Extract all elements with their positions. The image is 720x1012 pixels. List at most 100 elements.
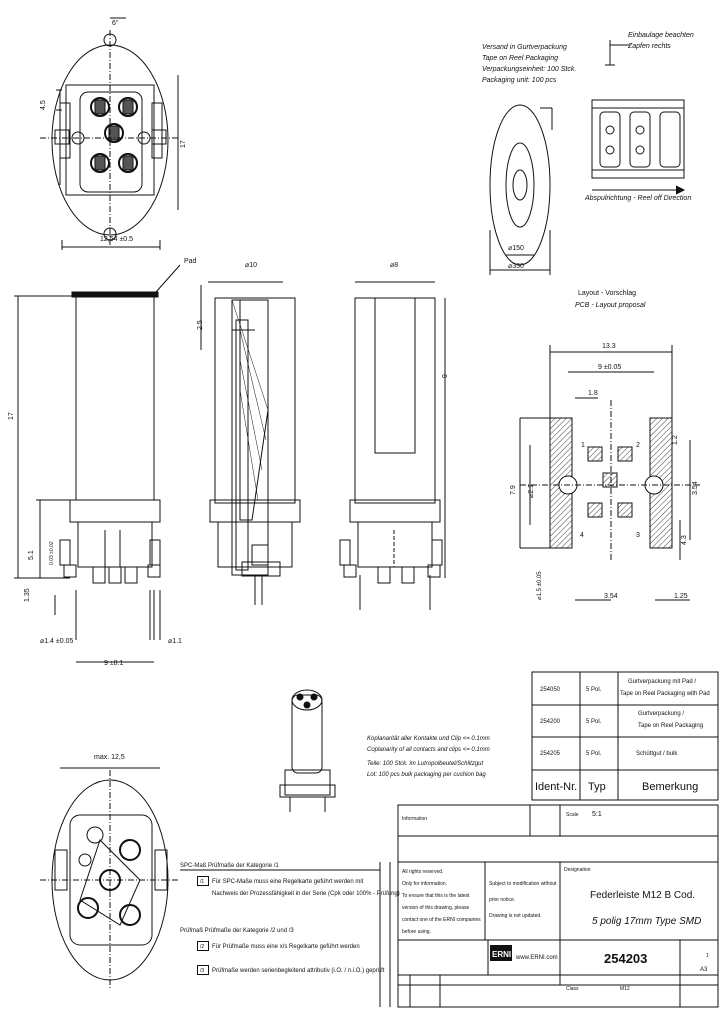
- reel-drawing: [489, 104, 553, 275]
- layout-d43: 4.3: [681, 535, 688, 545]
- dim-dia11: ⌀1.1: [168, 638, 182, 645]
- drawing-number: 254203: [604, 951, 648, 966]
- layout-d18: 1.8: [588, 390, 598, 397]
- row1-qty: 5 Pol.: [586, 687, 602, 693]
- class-value: M12: [620, 986, 630, 992]
- rights-1: All rights reserved.: [402, 869, 444, 875]
- subject-1: Subject to modification without: [489, 881, 557, 887]
- id-table-lines: [531, 671, 719, 801]
- dim-width: 12,54 ±0.5: [100, 236, 134, 243]
- dim-51: 5.1: [28, 550, 35, 560]
- erni-logo: ERNI: [490, 945, 512, 961]
- reel-line1: Versand in Gurtverpackung: [482, 44, 567, 51]
- connector-iso-view: [279, 689, 336, 812]
- pad-label: Pad: [184, 258, 197, 265]
- row1-note1: Gurtverpackung mit Pad /: [628, 679, 697, 685]
- pruef-line2: Prüfmaße werden serienbegleitend attribu…: [212, 968, 385, 974]
- header-typ: Typ: [588, 781, 606, 793]
- svg-text:ERNI: ERNI: [492, 950, 511, 959]
- pruef-line1: Für Prüfmaße muss eine x/s Regelkarte ge…: [212, 944, 360, 950]
- layout-d354b: 3.54: [692, 481, 699, 495]
- info-label: Information: [402, 816, 428, 822]
- row3-note1: Schüttgut / bulk: [636, 751, 678, 757]
- layout-d79: 7.9: [510, 485, 517, 495]
- dim-max: max. 12,5: [94, 754, 125, 761]
- rights-2: Only for information.: [402, 881, 448, 887]
- layout-title2: PCB - Layout proposal: [575, 302, 646, 309]
- spc-title: SPC-Maß Prüfmaße der Kategorie /1: [180, 863, 279, 869]
- drawing-title-2: 5 polig 17mm Type SMD: [592, 916, 702, 927]
- spc-line2: Nachweis der Prozessfähigkeit in der Ser…: [212, 891, 400, 897]
- dim-17-top: 17: [180, 140, 187, 148]
- rights-5: contact one of the ERNI companies: [402, 917, 481, 923]
- row2-qty: 5 Pol.: [586, 719, 602, 725]
- dim-003: 0.03 ±0.02: [49, 541, 55, 565]
- scale-label: Scale: [566, 812, 579, 818]
- connector-side-view-2: [339, 281, 446, 610]
- dim-45: 4.5: [40, 100, 47, 110]
- scale-value: 5:1: [592, 811, 602, 818]
- connector-top-view: [40, 17, 180, 250]
- pin-4: 4: [580, 532, 584, 539]
- drawing-title-1: Federleiste M12 B Cod.: [590, 890, 696, 901]
- layout-d9: 9 ±0.05: [598, 364, 622, 371]
- row2-note2: Tape on Reel Packaging: [638, 723, 704, 729]
- dim-dia14: ⌀1.4 ±0.05: [40, 638, 74, 645]
- reel-line2: Tape on Reel Packaging: [482, 55, 559, 62]
- designation-label: Designation: [564, 867, 591, 873]
- row2-note1: Gurtverpackung /: [638, 711, 685, 717]
- row3-id: 254205: [540, 751, 561, 757]
- dim-25: 2.5: [197, 320, 204, 330]
- layout-d12: 1.2: [672, 435, 679, 445]
- note-2: Coplanarity of all contacts and clips <=…: [367, 747, 490, 753]
- class-label: Class: [566, 986, 579, 992]
- dim-135: 1.35: [24, 588, 31, 602]
- layout-d21: ⌀2.1: [528, 484, 535, 498]
- connector-section-view: [200, 281, 301, 605]
- dim-9-width: 9 ±0.1: [104, 660, 124, 667]
- tape-drawing: [591, 40, 686, 195]
- dim-9-height: 9: [442, 374, 449, 378]
- dim-dia8: ⌀8: [390, 262, 399, 269]
- row1-id: 254050: [540, 687, 561, 693]
- pruef-title: Prüfmaß Prüfmaße der Kategorie /2 und /3: [180, 928, 294, 934]
- pcb-layout: [519, 345, 700, 601]
- header-note: Bemerkung: [642, 781, 699, 793]
- tape-direction: Abspulrichtung - Reel off Direction: [585, 195, 692, 202]
- spc-mark-box: [197, 876, 209, 886]
- title-block-lines: [180, 804, 719, 1008]
- pruef-mark3: /3: [200, 968, 205, 974]
- dim-dia10: ⌀10: [245, 262, 258, 269]
- reel-d150: ⌀150: [508, 245, 524, 252]
- pin-1: 1: [581, 442, 585, 449]
- subject-3: Drawing is not updated.: [489, 913, 542, 919]
- pin-2: 2: [636, 442, 640, 449]
- tape-line2: Zapfen rechts: [628, 43, 671, 50]
- spc-line1: Für SPC-Maße muss eine Regelkarte geführ…: [212, 879, 364, 885]
- erni-url: www.ERNI.com: [516, 955, 558, 961]
- tape-line1: Einbaulage beachten: [628, 32, 694, 39]
- row3-qty: 5 Pol.: [586, 751, 602, 757]
- row2-id: 254200: [540, 719, 561, 725]
- connector-side-view: [14, 264, 181, 663]
- spc-mark1: /1: [200, 879, 205, 885]
- rights-3: To ensure that this is the latest: [402, 893, 470, 899]
- layout-d133: 13.3: [602, 343, 616, 350]
- pin-3: 3: [636, 532, 640, 539]
- pruef-mark-box-2: [197, 941, 209, 951]
- subject-2: prior notice.: [489, 897, 516, 903]
- note-1: Koplanarität aller Kontakte und Clip <= …: [367, 736, 490, 742]
- angle-label: 6°: [112, 20, 119, 27]
- format: A3: [700, 967, 708, 973]
- layout-d125: 1.25: [674, 593, 688, 600]
- header-id: Ident-Nr.: [535, 781, 578, 793]
- note-3: Teile: 100 Stck. im Lutropolbeutel/Schli…: [367, 761, 484, 767]
- reel-d330: ⌀330: [508, 263, 524, 270]
- row1-note2: Tape on Reel Packaging with Pad: [620, 691, 710, 697]
- layout-d15: ⌀1.5 ±0.05: [537, 571, 543, 600]
- pruef-mark2: /2: [200, 944, 205, 950]
- reel-line3: Verpackungseinheit: 100 Stck.: [482, 66, 577, 73]
- layout-title1: Layout - Vorschlag: [578, 290, 636, 297]
